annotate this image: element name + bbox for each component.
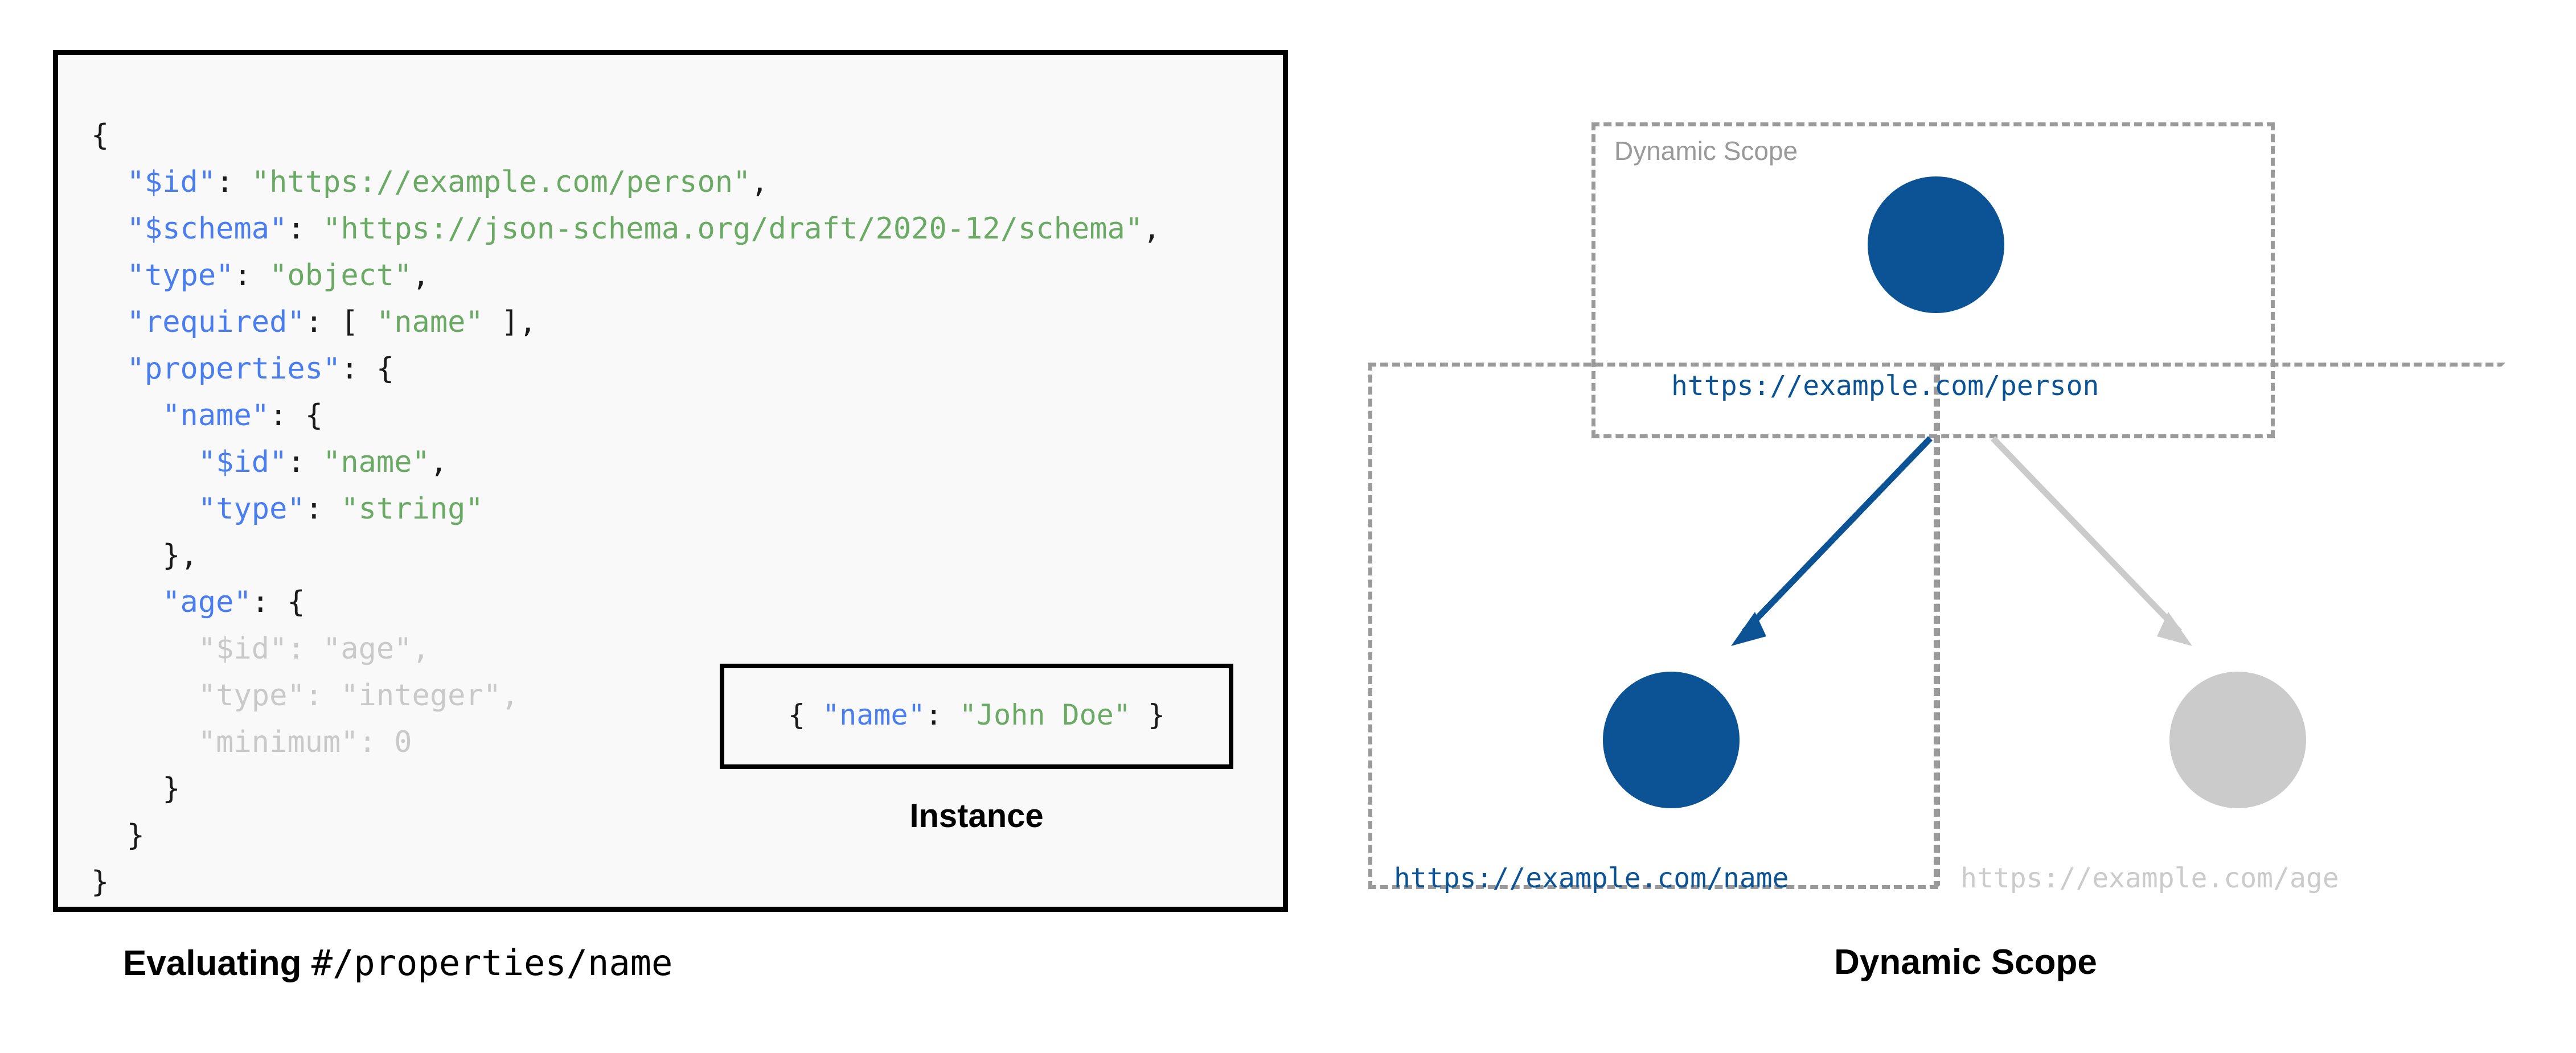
code-token: }, <box>162 538 198 573</box>
code-indent <box>91 352 127 386</box>
code-token: "type" <box>126 258 234 293</box>
code-token: , <box>750 165 769 199</box>
code-line: }, <box>91 532 1160 579</box>
dynamic-scope-diagram: Dynamic Scope https://example.com/person… <box>1355 85 2576 911</box>
code-token: : <box>287 445 323 479</box>
instance-token: } <box>1130 698 1166 731</box>
code-token: , <box>429 445 448 479</box>
instance-box: { "name": "John Doe" } <box>720 664 1233 769</box>
node-age[interactable] <box>2169 672 2306 808</box>
instance-token: "name" <box>822 698 925 731</box>
code-line: "type": "object", <box>91 252 1160 299</box>
code-token: "$id" <box>126 165 216 199</box>
code-token: : { <box>341 352 395 386</box>
code-token: "$id" <box>198 445 288 479</box>
scope-box-name <box>1368 363 1938 889</box>
code-line: "age": { <box>91 579 1160 626</box>
code-indent <box>91 305 127 339</box>
code-token: } <box>126 818 145 853</box>
code-token: { <box>91 118 109 153</box>
code-indent <box>91 212 127 246</box>
code-token: "https://example.com/person" <box>251 165 751 199</box>
code-indent <box>91 398 162 433</box>
code-indent <box>91 445 198 479</box>
schema-code-block: { "$id": "https://example.com/person", "… <box>91 112 1160 906</box>
instance-token: { <box>787 698 823 731</box>
schema-code-panel: { "$id": "https://example.com/person", "… <box>53 50 1288 912</box>
code-token: , <box>1143 212 1161 246</box>
code-token: : <box>216 165 252 199</box>
code-indent <box>91 678 198 713</box>
code-indent <box>91 585 162 619</box>
code-indent <box>91 165 127 199</box>
code-indent <box>91 772 162 806</box>
code-token: "https://json-schema.org/draft/2020-12/s… <box>323 212 1143 246</box>
code-line: "type": "integer", <box>91 672 1160 719</box>
code-token: "age" <box>162 585 252 619</box>
code-line: "required": [ "name" ], <box>91 299 1160 345</box>
node-name[interactable] <box>1603 672 1740 808</box>
code-indent <box>91 632 198 666</box>
code-token: "name" <box>162 398 270 433</box>
code-indent <box>91 538 162 573</box>
code-token: : [ <box>305 305 376 339</box>
code-indent <box>91 258 127 293</box>
instance-code: { "name": "John Doe" } <box>724 698 1229 732</box>
code-token: "minimum": 0 <box>198 725 412 759</box>
code-line: "name": { <box>91 392 1160 439</box>
code-line: } <box>91 812 1160 859</box>
code-token: "type": "integer", <box>198 678 519 713</box>
code-line: "$id": "https://example.com/person", <box>91 159 1160 205</box>
scope-box-root <box>1591 122 2275 438</box>
code-line: } <box>91 859 1160 906</box>
code-token: "name" <box>323 445 430 479</box>
code-token: "properties" <box>126 352 341 386</box>
node-person[interactable] <box>1868 176 2004 313</box>
code-token: : <box>287 212 323 246</box>
code-token: "$schema" <box>126 212 288 246</box>
code-token: , <box>412 258 430 293</box>
code-token: : <box>233 258 270 293</box>
code-token: "object" <box>269 258 412 293</box>
code-line: "$schema": "https://json-schema.org/draf… <box>91 205 1161 252</box>
code-token: } <box>162 772 181 806</box>
instance-caption: Instance <box>909 797 1044 834</box>
left-caption-bold: Evaluating <box>123 944 311 983</box>
instance-token: : <box>925 698 959 731</box>
code-token: "name" <box>376 305 483 339</box>
code-line: "minimum": 0 <box>91 719 1160 766</box>
code-indent <box>91 818 127 853</box>
left-caption-pointer: #/properties/name <box>311 942 673 984</box>
code-line: "type": "string" <box>91 486 1160 532</box>
right-figure-caption: Dynamic Scope <box>1834 943 2097 982</box>
code-indent <box>91 492 198 526</box>
instance-token: "John Doe" <box>959 698 1131 731</box>
code-line: "$id": "name", <box>91 439 1160 486</box>
node-label-age: https://example.com/age <box>1960 862 2339 894</box>
code-token: ], <box>483 305 537 339</box>
code-indent <box>91 725 198 759</box>
scope-box-age <box>1936 363 2505 889</box>
code-token: : <box>305 492 341 526</box>
node-label-person: https://example.com/person <box>1671 370 2099 402</box>
code-token: : { <box>251 585 305 619</box>
code-line: "properties": { <box>91 345 1160 392</box>
code-token: "string" <box>341 492 483 526</box>
scope-box-label: Dynamic Scope <box>1614 136 1798 166</box>
code-line: { <box>91 112 1160 159</box>
code-token: : { <box>269 398 323 433</box>
code-line: } <box>91 766 1160 812</box>
node-label-name: https://example.com/name <box>1394 862 1789 894</box>
code-token: "required" <box>126 305 305 339</box>
code-token: } <box>91 865 109 899</box>
code-token: "type" <box>198 492 305 526</box>
code-token: "$id": "age", <box>198 632 430 666</box>
code-line: "$id": "age", <box>91 626 1160 672</box>
left-figure-caption: Evaluating #/properties/name <box>123 942 672 984</box>
